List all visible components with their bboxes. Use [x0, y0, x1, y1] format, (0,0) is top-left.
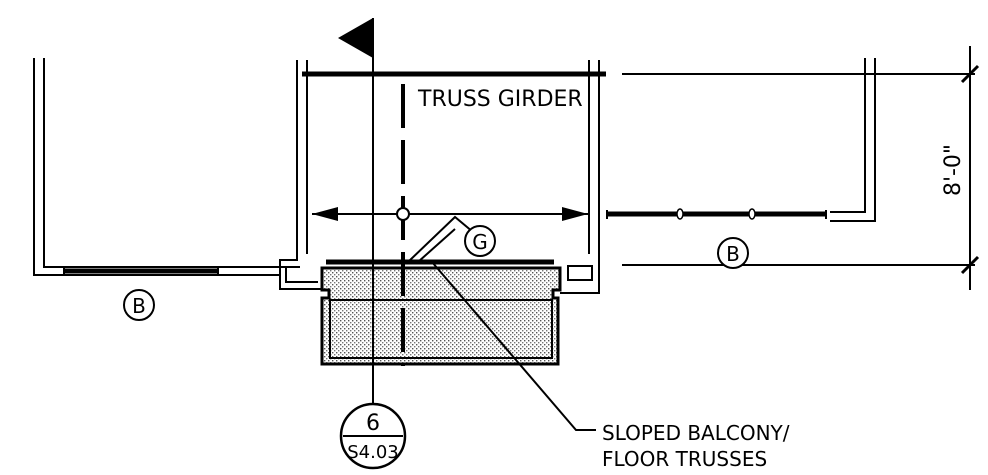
right-wall-bay [830, 58, 876, 222]
truss-girder-label: TRUSS GIRDER [417, 87, 583, 112]
section-cut-marker [338, 18, 374, 405]
callout-g-label: G [472, 230, 488, 254]
callout-b-left: B [123, 289, 155, 321]
dimension-label: 8'-0" [941, 144, 966, 196]
span-arrow [312, 207, 588, 221]
right-beam [606, 208, 827, 220]
note-leader [431, 261, 596, 431]
note-line-1: SLOPED BALCONY/ [602, 421, 790, 445]
section-bubble: 6 S4.03 [339, 402, 407, 470]
sloped-truss-symbol [407, 215, 474, 263]
section-number: 6 [366, 411, 380, 436]
left-beam [63, 267, 219, 276]
section-flag-icon [338, 18, 373, 58]
callout-g: G [464, 225, 496, 257]
left-wall-bay [33, 58, 300, 276]
note-line-2: FLOOR TRUSSES [602, 447, 767, 471]
callout-b-right: B [717, 237, 749, 269]
callout-b-left-label: B [132, 294, 146, 318]
callout-b-right-label: B [726, 242, 740, 266]
balcony-slab [320, 259, 562, 366]
vertical-dimension: 8'-0" [622, 46, 980, 290]
section-sheet: S4.03 [347, 442, 399, 463]
